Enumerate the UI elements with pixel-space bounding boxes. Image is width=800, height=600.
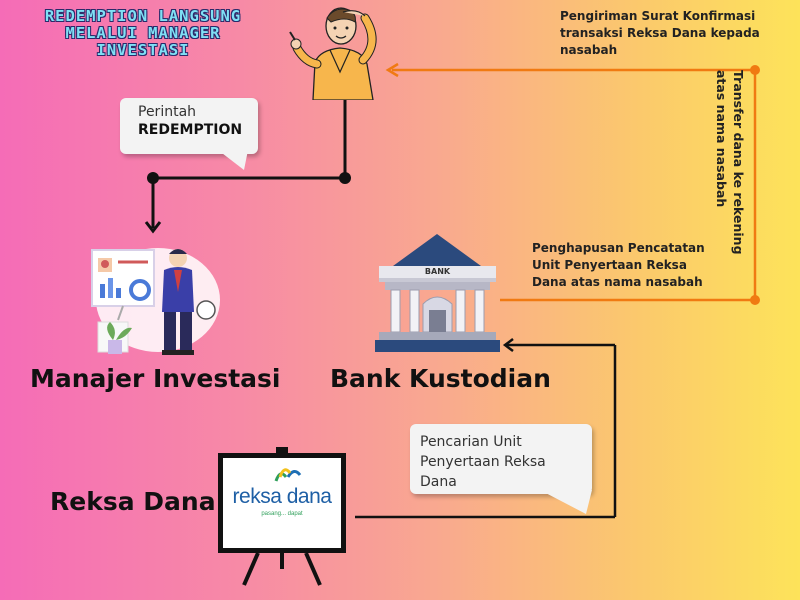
manager-illustration-icon — [91, 248, 220, 355]
custodian-label: Bank Kustodian — [330, 364, 551, 393]
logo-tagline: pasang... dapat — [261, 511, 303, 517]
fund-arrowhead — [502, 338, 514, 352]
order-bubble: Perintah REDEMPTION — [120, 98, 258, 154]
title-line-1: REDEMPTION LANGSUNG — [44, 7, 242, 25]
order-bubble-tail — [218, 150, 248, 170]
bank-sign: BANK — [424, 267, 451, 276]
easel-icon — [218, 447, 346, 586]
fund-label: Reksa Dana — [50, 487, 216, 516]
bank-building-icon — [375, 234, 500, 352]
black-flow-fund — [355, 338, 617, 519]
confirmation-note: Pengiriman Surat Konfirmasi transaksi Re… — [560, 9, 760, 57]
orange-flow — [385, 62, 757, 302]
order-arrowhead — [144, 221, 162, 234]
transfer-note: Transfer dana ke rekening atas nama nasa… — [714, 70, 746, 255]
logo-name: reksa dana — [232, 485, 332, 508]
order-line-1: Perintah — [138, 104, 197, 120]
black-flow-order — [144, 100, 347, 234]
order-line-2: REDEMPTION — [138, 122, 243, 138]
orange-dot-top — [750, 65, 760, 75]
deletion-note: Penghapusan Pencatatan Unit Penyertaan R… — [532, 241, 705, 289]
client-person-icon — [289, 7, 377, 100]
title-line-2: MELALUI MANAGER — [65, 24, 221, 42]
disbursement-text: Pencarian Unit Penyertaan Reksa Dana — [420, 434, 546, 490]
orange-arrowhead — [385, 62, 399, 78]
order-dot-left — [147, 172, 159, 184]
disbursement-bubble: Pencarian Unit Penyertaan Reksa Dana — [410, 424, 592, 494]
order-dot-right — [339, 172, 351, 184]
diagram-title: REDEMPTION LANGSUNG MELALUI MANAGER INVE… — [18, 8, 268, 59]
title-line-3: INVESTASI — [96, 41, 190, 59]
disbursement-bubble-tail — [540, 490, 592, 514]
manager-label: Manajer Investasi — [30, 364, 281, 393]
orange-dot-bottom — [750, 295, 760, 305]
